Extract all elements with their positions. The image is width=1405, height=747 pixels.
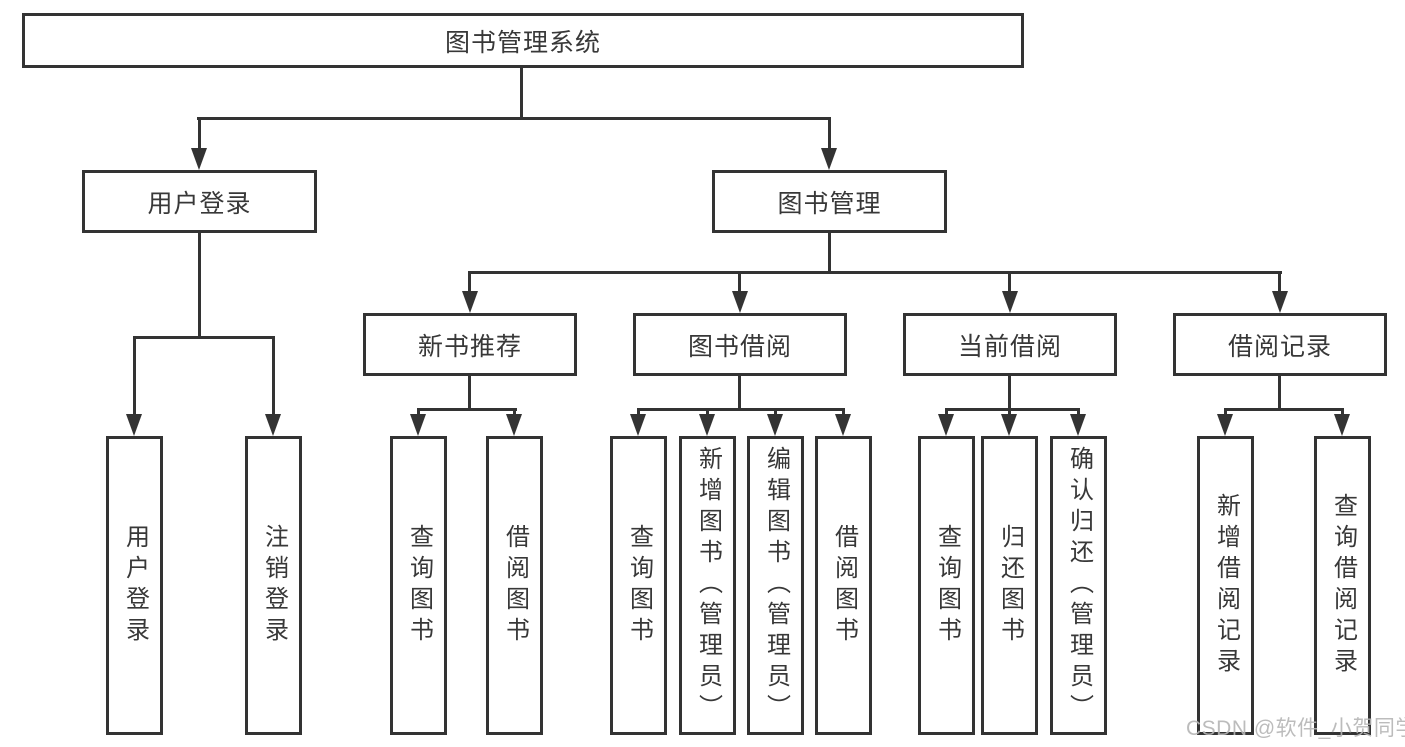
connector-l3-stem bbox=[738, 376, 741, 408]
node-borrow-records: 借阅记录 bbox=[1173, 313, 1387, 376]
node-leaf-add-book-admin: 新增图书（管理员） bbox=[679, 436, 736, 735]
watermark: CSDN @软件_小贺同学 bbox=[1186, 717, 1405, 740]
arrow-down-icon bbox=[1334, 414, 1350, 436]
node-leaf-label: 归还图书 bbox=[996, 523, 1024, 648]
connector-drop-l3 bbox=[468, 271, 471, 295]
connector-l3-branch bbox=[1224, 408, 1344, 411]
node-book-borrow-label: 图书借阅 bbox=[687, 332, 792, 361]
node-new-book-recommend-label: 新书推荐 bbox=[417, 332, 522, 361]
node-leaf-label: 查询图书 bbox=[933, 523, 961, 648]
arrow-down-icon bbox=[1001, 414, 1017, 436]
arrow-down-icon bbox=[767, 414, 783, 436]
node-leaf-label: 编辑图书（管理员） bbox=[762, 446, 790, 725]
node-leaf-label: 注销登录 bbox=[260, 523, 288, 648]
connector-root-stem bbox=[520, 68, 523, 117]
node-current-borrow-label: 当前借阅 bbox=[957, 332, 1062, 361]
connector-root-branch bbox=[197, 117, 831, 120]
arrow-down-icon bbox=[462, 291, 478, 313]
arrow-down-icon bbox=[506, 414, 522, 436]
node-leaf-user-login: 用户登录 bbox=[106, 436, 163, 735]
node-leaf-label: 新增图书（管理员） bbox=[694, 446, 722, 725]
connector-book-management-branch bbox=[468, 271, 1282, 274]
connector-drop-book-management bbox=[828, 117, 831, 150]
node-book-management-label: 图书管理 bbox=[777, 189, 882, 218]
node-leaf-logout: 注销登录 bbox=[245, 436, 302, 735]
arrow-down-icon bbox=[938, 414, 954, 436]
node-leaf-add-borrow-record: 新增借阅记录 bbox=[1197, 436, 1254, 735]
arrow-down-icon bbox=[1002, 291, 1018, 313]
arrow-down-icon bbox=[1272, 291, 1288, 313]
connector-l3-stem bbox=[468, 376, 471, 408]
arrow-down-icon bbox=[732, 291, 748, 313]
arrow-down-icon bbox=[835, 414, 851, 436]
node-leaf-borrow-books-recommend: 借阅图书 bbox=[486, 436, 543, 735]
node-leaf-label: 查询借阅记录 bbox=[1329, 492, 1357, 679]
node-leaf-query-books-recommend: 查询图书 bbox=[390, 436, 447, 735]
node-current-borrow: 当前借阅 bbox=[903, 313, 1117, 376]
connector-l3-branch bbox=[637, 408, 845, 411]
node-new-book-recommend: 新书推荐 bbox=[363, 313, 577, 376]
node-leaf-label: 查询图书 bbox=[405, 523, 433, 648]
arrow-down-icon bbox=[1070, 414, 1086, 436]
node-book-management: 图书管理 bbox=[712, 170, 947, 233]
node-leaf-label: 借阅图书 bbox=[501, 523, 529, 648]
node-leaf-label: 确认归还（管理员） bbox=[1065, 446, 1093, 725]
node-leaf-edit-book-admin: 编辑图书（管理员） bbox=[747, 436, 804, 735]
connector-drop-user-login bbox=[198, 117, 201, 150]
arrow-down-icon bbox=[265, 414, 281, 436]
node-user-login: 用户登录 bbox=[82, 170, 317, 233]
node-borrow-records-label: 借阅记录 bbox=[1227, 332, 1332, 361]
arrow-down-icon bbox=[699, 414, 715, 436]
connector-l3-stem bbox=[1278, 376, 1281, 408]
arrow-down-icon bbox=[821, 148, 837, 170]
node-leaf-label: 新增借阅记录 bbox=[1212, 492, 1240, 679]
connector-l3-stem bbox=[1008, 376, 1011, 408]
node-root: 图书管理系统 bbox=[22, 13, 1024, 68]
node-user-login-label: 用户登录 bbox=[147, 189, 252, 218]
connector-drop-l3 bbox=[1008, 271, 1011, 295]
node-leaf-return-book: 归还图书 bbox=[981, 436, 1038, 735]
node-leaf-confirm-return-admin: 确认归还（管理员） bbox=[1050, 436, 1107, 735]
node-leaf-label: 借阅图书 bbox=[830, 523, 858, 648]
connector-drop-l3 bbox=[1278, 271, 1281, 295]
arrow-down-icon bbox=[1217, 414, 1233, 436]
node-leaf-query-books-borrow: 查询图书 bbox=[610, 436, 667, 735]
node-leaf-query-books-current: 查询图书 bbox=[918, 436, 975, 735]
arrow-down-icon bbox=[630, 414, 646, 436]
node-book-borrow: 图书借阅 bbox=[633, 313, 847, 376]
arrow-down-icon bbox=[410, 414, 426, 436]
connector-book-management-stem bbox=[828, 233, 831, 271]
node-leaf-query-borrow-record: 查询借阅记录 bbox=[1314, 436, 1371, 735]
connector-drop-leaf bbox=[133, 336, 136, 418]
connector-drop-l3 bbox=[738, 271, 741, 295]
connector-user-login-stem bbox=[198, 233, 201, 336]
connector-drop-leaf bbox=[272, 336, 275, 418]
node-leaf-borrow-books: 借阅图书 bbox=[815, 436, 872, 735]
connector-user-login-branch bbox=[133, 336, 275, 339]
node-leaf-label: 查询图书 bbox=[625, 523, 653, 648]
arrow-down-icon bbox=[126, 414, 142, 436]
arrow-down-icon bbox=[191, 148, 207, 170]
node-leaf-label: 用户登录 bbox=[121, 523, 149, 648]
node-root-label: 图书管理系统 bbox=[444, 28, 601, 57]
connector-l3-branch bbox=[945, 408, 1080, 411]
connector-l3-branch bbox=[417, 408, 517, 411]
